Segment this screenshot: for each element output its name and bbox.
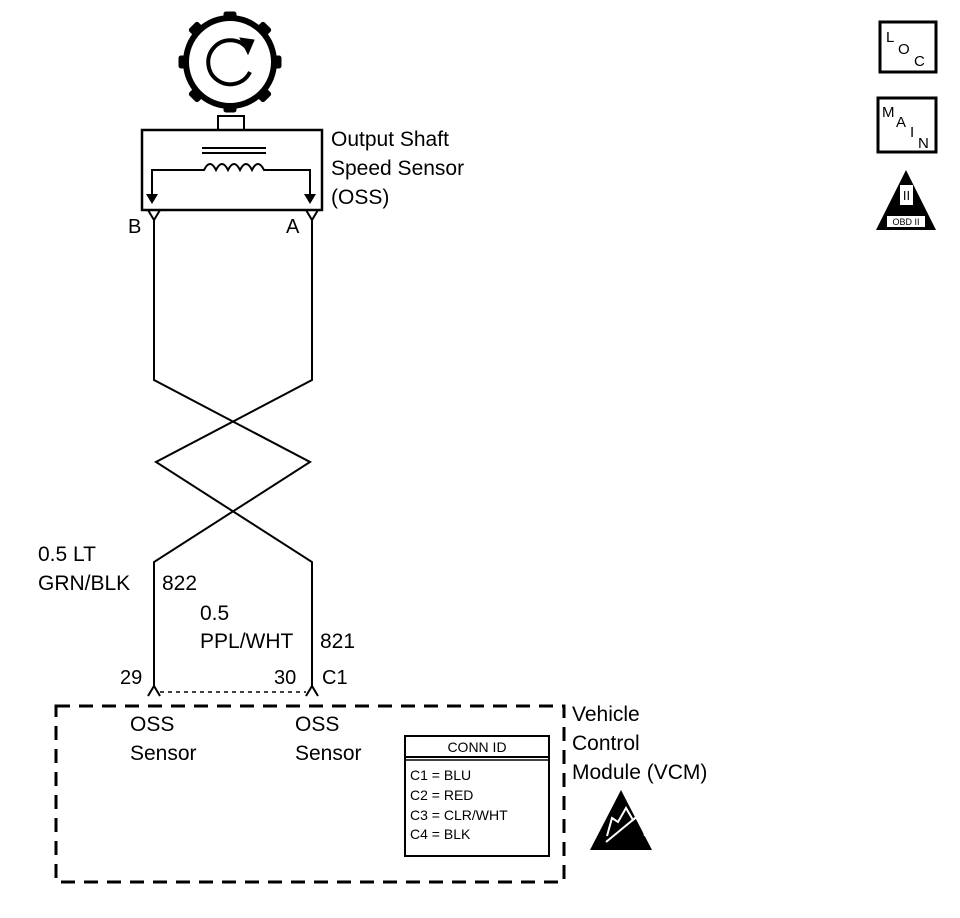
reluctor-wheel-icon <box>178 11 282 113</box>
sensor-label-line1: Output Shaft <box>331 128 449 151</box>
coil-icon <box>151 163 311 196</box>
conn-id-row: C2 = RED <box>410 787 473 803</box>
pin-30-label: 30 <box>274 667 296 689</box>
loc-icon-letter-2: O <box>898 41 910 58</box>
wire-822 <box>153 220 312 688</box>
conn-id-row: C3 = CLR/WHT <box>410 807 508 823</box>
wire-821-size: 0.5 <box>200 602 229 625</box>
loc-icon-letter-3: C <box>914 53 925 70</box>
loc-icon: L O C <box>878 20 938 74</box>
wire-821-color: PPL/WHT <box>200 630 294 653</box>
vcm-module-outline <box>54 704 566 884</box>
vcm-input-right-line1: OSS <box>295 713 339 736</box>
sensor-tip <box>217 115 245 131</box>
wire-822-color: GRN/BLK <box>38 572 130 595</box>
vcm-input-left-line1: OSS <box>130 713 174 736</box>
conn-id-row: C4 = BLK <box>410 826 471 842</box>
terminal-a-label: A <box>286 216 300 238</box>
sensor-label-line2: Speed Sensor <box>331 157 464 180</box>
pin-29-label: 29 <box>120 667 142 689</box>
wire-821 <box>154 220 313 688</box>
pin-29-connector <box>147 684 161 697</box>
vcm-input-right-line2: Sensor <box>295 742 362 765</box>
connector-id-label: C1 <box>322 667 348 689</box>
wire-822-circuit: 822 <box>162 572 197 595</box>
main-icon-letter-4: N <box>918 135 929 152</box>
conn-id-table: CONN ID C1 = BLU C2 = RED C3 = CLR/WHT C… <box>404 735 550 857</box>
wire-822-size: 0.5 LT <box>38 543 96 566</box>
conn-id-row: C1 = BLU <box>410 767 471 783</box>
vcm-label-line2: Control <box>572 732 640 755</box>
vcm-label-line1: Vehicle <box>572 703 640 726</box>
obd-ii-roman: II <box>903 188 910 203</box>
obd-ii-label: OBD II <box>892 217 919 227</box>
vcm-label-line3: Module (VCM) <box>572 761 707 784</box>
sensor-body <box>140 128 324 212</box>
main-icon: M A I N <box>876 96 938 154</box>
terminal-b-connector <box>147 209 161 222</box>
loc-icon-letter-1: L <box>886 29 894 46</box>
main-icon-letter-3: I <box>910 124 914 141</box>
wire-821-circuit: 821 <box>320 630 355 653</box>
obd-ii-icon: II OBD II <box>876 170 936 230</box>
pin-30-connector <box>305 684 319 697</box>
vcm-input-left-line2: Sensor <box>130 742 197 765</box>
esd-warning-icon <box>590 790 652 850</box>
terminal-a-connector <box>305 209 319 222</box>
sensor-label-line3: (OSS) <box>331 186 389 209</box>
terminal-b-label: B <box>128 216 141 238</box>
main-icon-letter-1: M <box>882 104 895 121</box>
main-icon-letter-2: A <box>896 114 906 131</box>
conn-id-table-title: CONN ID <box>447 739 506 755</box>
